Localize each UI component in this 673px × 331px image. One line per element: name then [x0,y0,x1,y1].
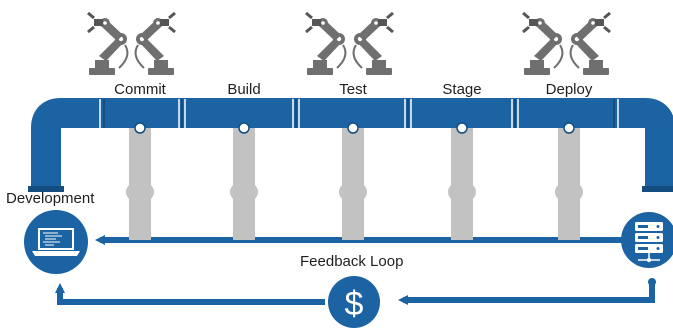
laptop-code-icon [24,210,88,274]
robot-arm-icon [134,11,177,77]
pipeline-pillars [126,126,583,240]
robot-arm-icon [304,11,347,77]
dollar-icon: $ [328,276,380,328]
stage-label-commit: Commit [114,81,166,98]
pipe-joints [134,99,575,134]
stage-label-test: Test [339,81,367,98]
pipe-coupling [511,99,519,128]
cost-arrow-path [398,283,655,305]
development-label: Development [6,190,95,207]
robot-arm-icon [521,11,564,77]
stage-label-build: Build [227,81,261,98]
robot-arm-icon [86,11,129,77]
pipe-valve-deploy [563,122,575,134]
pillar-commit [126,126,154,240]
pipe-coupling [178,99,186,128]
server-icon [621,212,673,268]
stage-label-deploy: Deploy [545,81,593,98]
pipeline-pipe [28,98,673,192]
pipe-coupling [292,99,300,128]
pipe-valve-stage [456,122,468,134]
pillar-stage [448,126,476,240]
cost-symbol: $ [345,285,364,323]
pipe-valve-commit [134,122,146,134]
pillar-deploy [555,126,583,240]
cost-to-dev-arrow-path [55,283,325,305]
robot-arm-icon [352,11,395,77]
pillar-test [339,126,367,240]
feedback-loop-label: Feedback Loop [300,253,404,270]
stage-label-stage: Stage [442,81,482,98]
robot-arm-icon [569,11,612,77]
robot-arms [86,11,612,77]
pipe-valve-test [347,122,359,134]
pillar-build [230,126,258,240]
pipe-coupling [404,99,412,128]
pipe-valve-build [238,122,250,134]
